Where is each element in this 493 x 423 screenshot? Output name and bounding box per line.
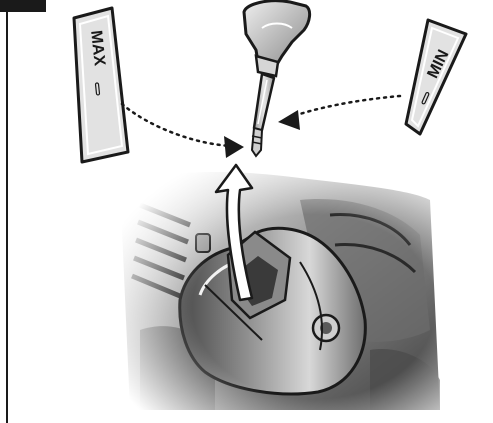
max-leader-arrow (122, 104, 236, 146)
min-callout: MIN (406, 20, 466, 134)
min-leader-arrow (288, 96, 400, 118)
min-leader-arrowhead (278, 110, 300, 130)
dipstick-shaft (254, 74, 274, 132)
max-callout: MAX (74, 8, 128, 162)
dipstick (244, 1, 310, 156)
dipstick-handle (244, 1, 310, 66)
edge-fade (110, 165, 450, 423)
max-leader-arrowhead (224, 136, 244, 158)
